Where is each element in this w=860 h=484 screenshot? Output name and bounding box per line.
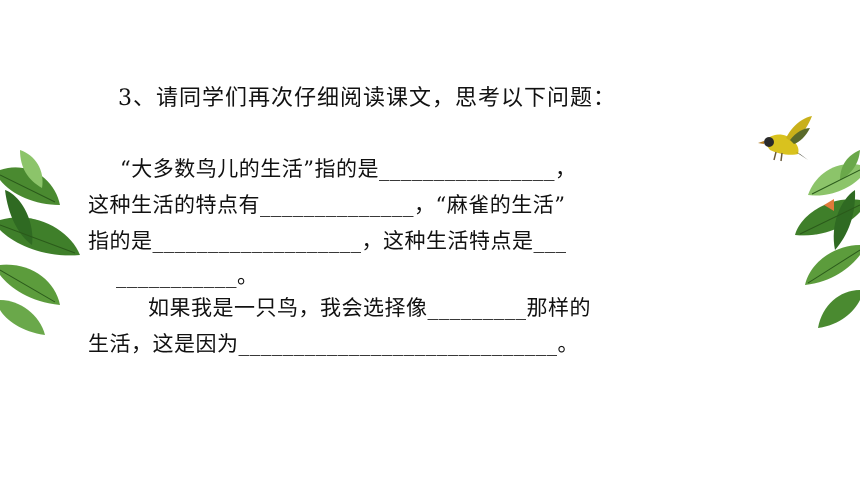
paragraph-line-6: 生活，这是因为_____________________________。	[88, 332, 579, 356]
leaf-decoration-right	[795, 150, 860, 328]
paragraph-line-4: ___________。	[116, 264, 259, 288]
bird-icon	[758, 116, 812, 162]
paragraph-line-5: 如果我是一只鸟，我会选择像_________那样的	[148, 296, 591, 320]
leaf-decoration-left	[0, 150, 80, 335]
paragraph-line-3: 指的是___________________，这种生活特点是___	[88, 229, 567, 253]
paragraph-line-2: 这种生活的特点有______________，“麻雀的生活”	[88, 193, 566, 217]
question-title: 3、请同学们再次仔细阅读课文，思考以下问题：	[118, 86, 616, 111]
play-triangle-icon[interactable]	[822, 198, 836, 212]
paragraph-line-1: “大多数鸟儿的生活”指的是________________，	[120, 157, 577, 181]
